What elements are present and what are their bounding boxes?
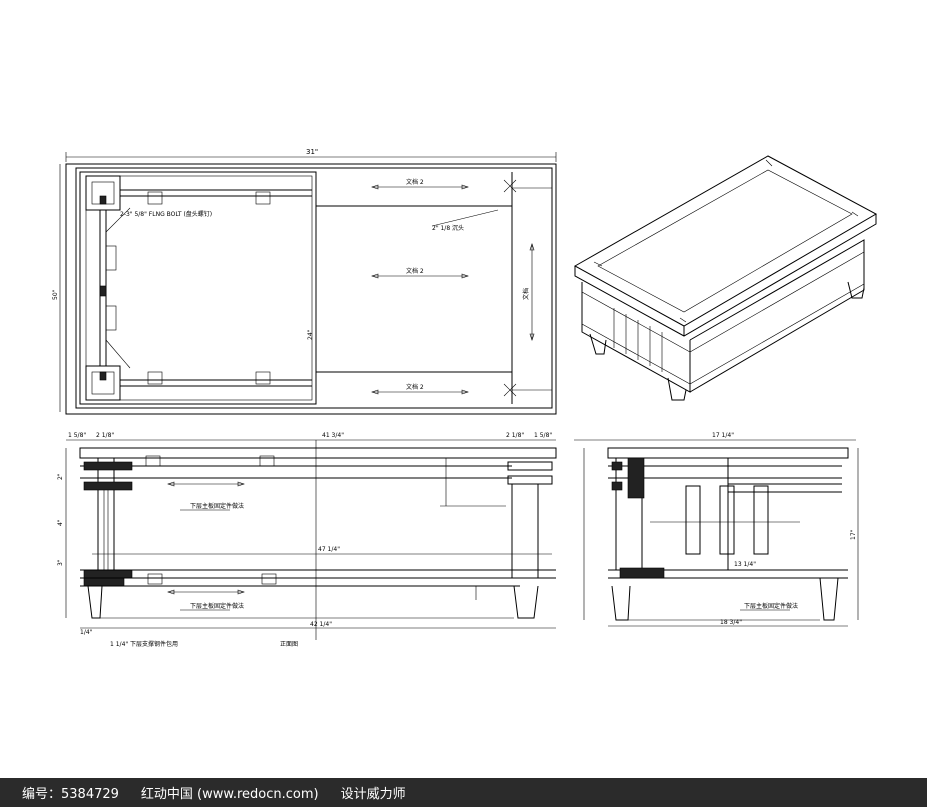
note-c: 下层主板固定件做法 (744, 602, 798, 610)
label-center: 24" (307, 329, 314, 340)
label-bracket2: 2" 1/8 沉头 (432, 224, 464, 232)
label-mid-right: 文档 2 (406, 267, 424, 275)
front-caption: 正面图 (280, 641, 298, 648)
isometric-view (573, 155, 878, 401)
footer-id: 编号：5384729 (22, 787, 119, 802)
side-bottom-dim: 18 3/4" (720, 619, 742, 626)
front-view: 1 5/8" 2 1/8" 41 3/4" 2 1/8" 1 5/8" (57, 432, 557, 648)
dim-4: 4" (57, 519, 64, 526)
side-mid-dim: 13 1/4" (734, 561, 756, 568)
front-bottom-dim: 42 1/4" (310, 621, 332, 628)
dim-2: 2" (57, 473, 64, 480)
footer-site: 红动中国 (www.redocn.com) (140, 787, 319, 802)
plan-depth-dim: 50" (52, 289, 59, 300)
side-view: 17 1/4" 13 1/4" 17" 18 3/4" 下层主板固定件做法 (574, 432, 859, 627)
note-d: 1 1/4" 下层支撑钢件包用 (110, 640, 178, 648)
front-mid-dim: 47 1/4" (318, 546, 340, 553)
front-overall-dim: 41 3/4" (322, 432, 344, 439)
label-top-right: 文档 2 (406, 178, 424, 186)
footer-bar: 编号：5384729 红动中国 (www.redocn.com) 设计威力师 (0, 778, 927, 807)
front-left-dim-b: 2 1/8" (96, 432, 114, 439)
front-left-dim-a: 1 5/8" (68, 432, 86, 439)
side-height-dim: 17" (850, 529, 857, 540)
front-right-dim-a: 2 1/8" (506, 432, 524, 439)
dim-3: 3" (57, 559, 64, 566)
label-bracket: 2-3" 5/8" FLNG BOLT (盘头螺钉) (120, 210, 212, 218)
note-b: 下层主板固定件做法 (190, 602, 244, 610)
label-bot-right: 文档 2 (406, 383, 424, 391)
side-overall-dim: 17 1/4" (712, 432, 734, 439)
dim-small: 1/4" (80, 629, 93, 636)
technical-drawing: 31" 50" (52, 148, 878, 648)
note-a: 下层主板固定件做法 (190, 502, 244, 510)
plan-width-dim: 31" (306, 148, 318, 156)
footer-author: 设计威力师 (340, 787, 406, 802)
label-side-right: 文档 (522, 288, 530, 300)
plan-view: 31" 50" (52, 148, 557, 415)
front-right-dim-b: 1 5/8" (534, 432, 552, 439)
